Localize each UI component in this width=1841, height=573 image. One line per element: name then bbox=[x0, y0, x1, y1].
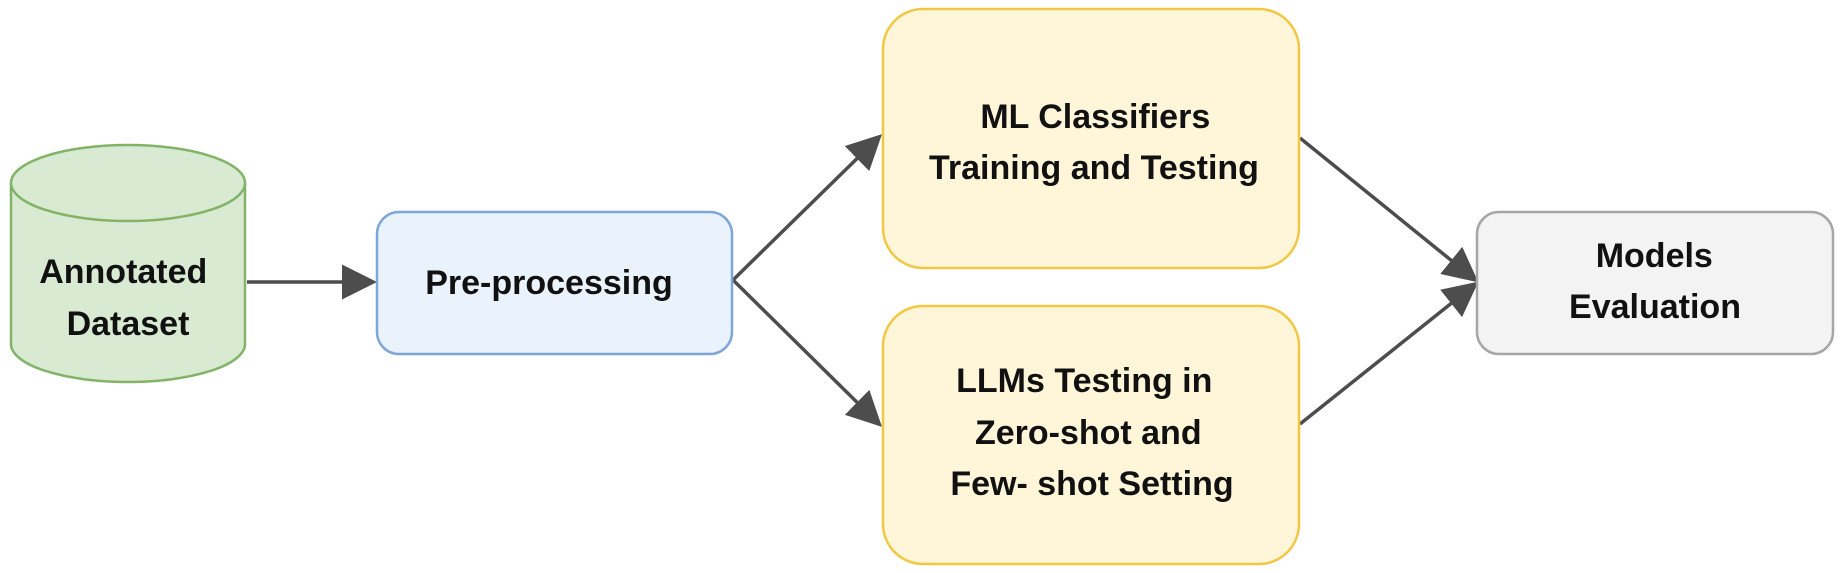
preprocessing-node: Pre-processing bbox=[375, 210, 734, 356]
preprocessing-box bbox=[375, 210, 734, 356]
annotated-dataset-line-2: Dataset bbox=[67, 305, 190, 343]
arrow-preprocessing-to-llms-testing bbox=[731, 278, 882, 427]
ml-classifiers-line-2: Training and Testing bbox=[929, 149, 1259, 187]
annotated-dataset-label: Annotated Dataset bbox=[39, 253, 217, 343]
llms-testing-line-3: Few- shot Setting bbox=[950, 465, 1233, 503]
models-evaluation-label: Models Evaluation bbox=[1569, 237, 1741, 326]
annotated-dataset-line-1: Annotated bbox=[39, 253, 207, 291]
models-evaluation-box bbox=[1475, 210, 1835, 356]
llms-testing-line-1: LLMs Testing in bbox=[956, 362, 1212, 400]
preprocessing-label: Pre-processing bbox=[425, 264, 673, 302]
preprocessing-line-1: Pre-processing bbox=[425, 264, 673, 302]
annotated-dataset-node: Annotated Dataset bbox=[9, 143, 247, 384]
models-evaluation-line-2: Evaluation bbox=[1569, 288, 1741, 326]
arrow-llms-testing-to-evaluation bbox=[1298, 281, 1479, 426]
models-evaluation-node: Models Evaluation bbox=[1475, 210, 1835, 356]
llms-testing-box bbox=[881, 304, 1301, 566]
ml-classifiers-line-1: ML Classifiers bbox=[980, 98, 1210, 136]
arrow-ml-classifiers-to-evaluation bbox=[1298, 136, 1479, 283]
database-cylinder-body bbox=[9, 183, 247, 384]
arrow-preprocessing-to-ml-classifiers bbox=[731, 134, 883, 282]
ml-classifiers-node: ML Classifiers Training and Testing bbox=[881, 7, 1301, 270]
ml-classifiers-box bbox=[881, 7, 1301, 270]
llms-testing-label: LLMs Testing in Zero-shot and Few- shot … bbox=[950, 362, 1233, 503]
ml-classifiers-label: ML Classifiers Training and Testing bbox=[929, 98, 1259, 187]
models-evaluation-line-1: Models bbox=[1596, 237, 1713, 275]
llms-testing-node: LLMs Testing in Zero-shot and Few- shot … bbox=[881, 304, 1301, 566]
llms-testing-line-2: Zero-shot and bbox=[975, 414, 1202, 452]
database-cylinder-top bbox=[9, 143, 247, 223]
